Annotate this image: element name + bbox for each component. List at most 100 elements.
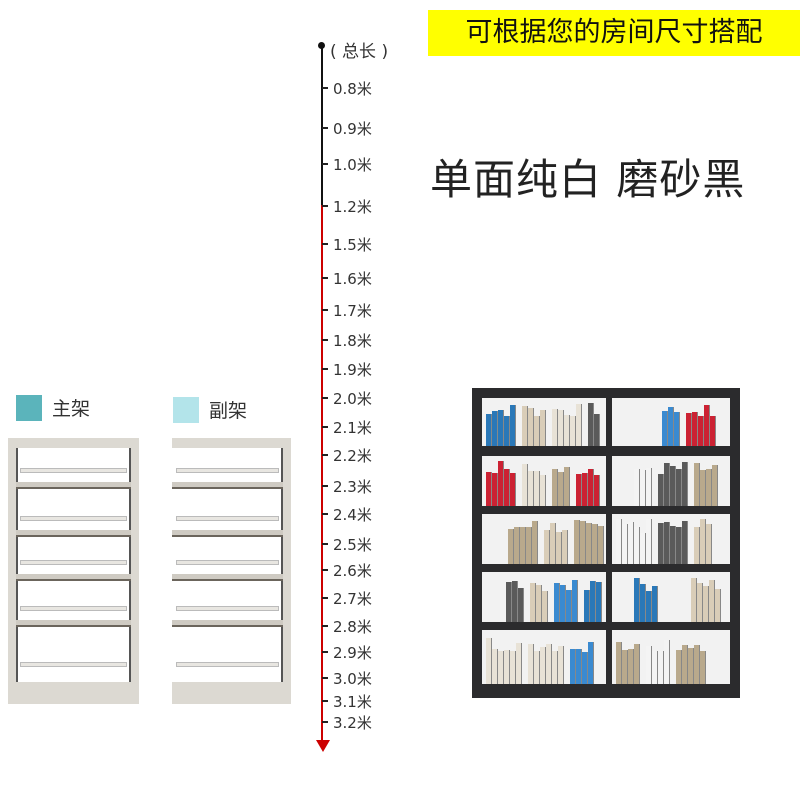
book	[540, 647, 546, 684]
scale-tick	[322, 426, 328, 428]
black-bookshelf-image	[472, 388, 740, 698]
shelf-compartment	[482, 398, 606, 446]
scale-tick	[322, 513, 328, 515]
book	[645, 467, 652, 506]
book	[510, 651, 516, 684]
book	[709, 416, 716, 446]
book	[706, 524, 712, 564]
scale-tick-label: 1.7米	[333, 302, 372, 320]
book	[536, 585, 543, 622]
book	[526, 527, 533, 564]
scale-tick-label: 2.2米	[333, 447, 372, 465]
book	[498, 409, 504, 446]
book	[691, 412, 698, 446]
book	[667, 406, 674, 446]
scale-tick-label: 1.0米	[333, 156, 372, 174]
book	[664, 522, 670, 564]
legend-swatch-main	[16, 394, 42, 421]
book	[693, 462, 700, 506]
scale-tick-label: 2.3米	[333, 478, 372, 496]
scale-tick-label: 2.1米	[333, 419, 372, 437]
book	[633, 469, 640, 506]
book	[616, 642, 622, 684]
scale-tick	[322, 87, 328, 89]
book	[580, 521, 587, 564]
book	[658, 650, 664, 684]
book	[514, 527, 521, 564]
book	[574, 520, 581, 564]
book	[566, 590, 573, 622]
book	[556, 532, 563, 564]
book	[673, 412, 680, 446]
shelf-compartment	[612, 572, 730, 622]
book	[534, 470, 540, 506]
scale-tick	[322, 625, 328, 627]
rack-rail	[176, 468, 279, 473]
rack-rail	[176, 662, 279, 667]
book	[699, 469, 706, 506]
book	[681, 462, 688, 506]
book	[652, 586, 658, 622]
book	[634, 643, 640, 684]
book	[661, 410, 668, 446]
rack-shelf	[172, 530, 283, 537]
book	[546, 643, 552, 684]
shelf-compartment	[612, 456, 730, 506]
book	[486, 638, 492, 684]
rack-shelf	[172, 574, 283, 581]
book	[552, 650, 558, 684]
book	[703, 586, 710, 622]
legend-swatch-sub	[173, 396, 199, 423]
headline: 单面纯白 磨砂黑	[430, 155, 746, 204]
book	[676, 649, 682, 684]
book	[558, 472, 564, 506]
scale-tick	[322, 677, 328, 679]
book	[697, 583, 704, 622]
rack-rail	[20, 606, 127, 611]
scale-tick	[322, 543, 328, 545]
book	[554, 583, 561, 622]
rack-rail	[176, 560, 279, 565]
book	[528, 470, 534, 506]
scale-tick-label: 0.9米	[333, 120, 372, 138]
book	[594, 414, 600, 446]
book	[552, 468, 558, 506]
book	[510, 404, 516, 446]
main-rack-image	[8, 438, 139, 704]
book	[512, 580, 519, 622]
book	[663, 462, 670, 506]
book	[590, 581, 597, 622]
scale-tick	[322, 397, 328, 399]
book	[682, 520, 688, 564]
book	[594, 474, 600, 506]
book	[616, 519, 622, 564]
book	[715, 589, 722, 622]
book	[639, 470, 646, 506]
book	[685, 413, 692, 446]
book	[504, 416, 510, 446]
scale-tick	[322, 368, 328, 370]
scale-tick-label: 0.8米	[333, 80, 372, 98]
book	[572, 580, 579, 622]
book	[558, 645, 564, 684]
book	[558, 410, 564, 446]
book	[658, 522, 664, 564]
book	[498, 461, 504, 506]
rack-rail	[20, 516, 127, 521]
scale-tick	[322, 127, 328, 129]
book	[676, 527, 682, 564]
book	[564, 466, 570, 506]
scale-line-lower	[321, 205, 323, 742]
scale-tick-label: 2.6米	[333, 562, 372, 580]
book	[576, 648, 582, 684]
scale-tick-label: 1.9米	[333, 361, 372, 379]
shelf-compartment	[612, 514, 730, 564]
scale-tick	[322, 243, 328, 245]
scale-tick-label: 3.1米	[333, 693, 372, 711]
rack-rail	[20, 468, 127, 473]
book	[588, 403, 594, 446]
shelf-compartment	[482, 572, 606, 622]
legend-label-main: 主架	[52, 398, 91, 420]
book	[532, 521, 539, 564]
